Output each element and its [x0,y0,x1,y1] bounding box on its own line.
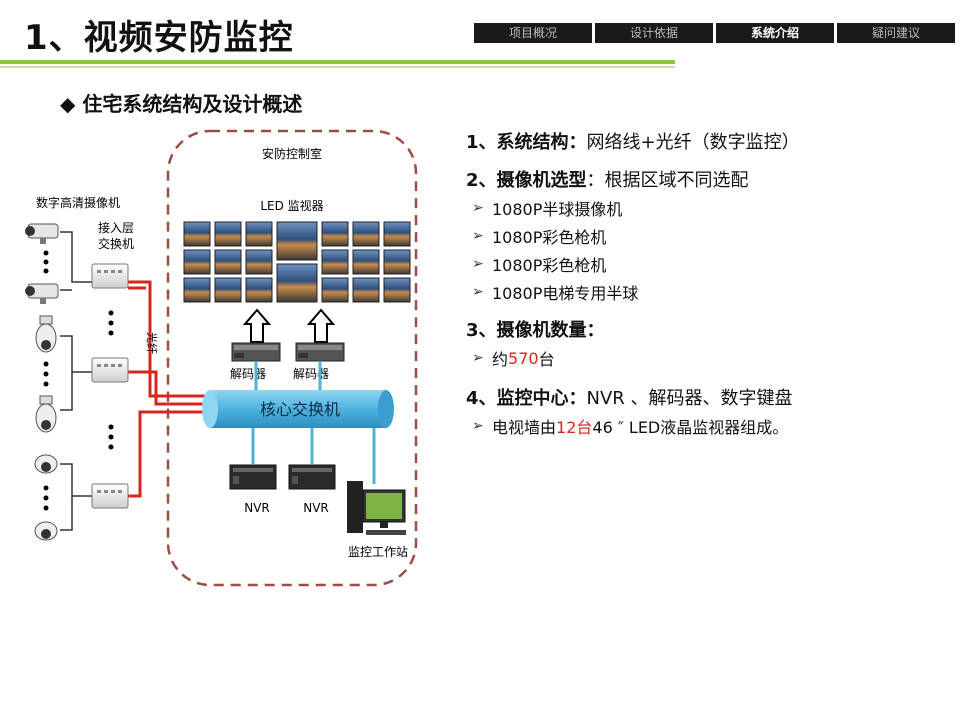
bullet-camera-icon [25,223,59,244]
camera-label: 数字高清摄像机 [36,195,120,210]
system-overview-text: 1、系统结构：网络线+光纤（数字监控） 2、摄像机选型：根据区域不同选配 ➢10… [466,128,936,438]
tab-design-basis[interactable]: 设计依据 [595,23,713,43]
dome-camera-icon [35,315,57,353]
list-item: ➢1080P彩色枪机 [472,256,607,275]
tab-suggestions[interactable]: 疑问建议 [837,23,955,43]
arrow-up-icon [306,308,336,343]
core-switch-label: 核心交换机 [260,400,340,419]
decoder-device [295,342,345,362]
list-item: ➢1080P电梯专用半球 [472,284,639,303]
decoder-device [231,342,281,362]
nvr-device [229,464,277,490]
section-subtitle: ◆ 住宅系统结构及设计概述 [60,92,303,116]
section-camera-selection: 2、摄像机选型：根据区域不同选配 [466,170,749,191]
page-title: 1、视频安防监控 [24,18,294,58]
bullet-camera-icon [25,283,59,304]
section-camera-count: 3、摄像机数量： [466,320,605,341]
decoder-label: 解码器 [230,367,266,381]
section-monitor-center: 4、监控中心：NVR 、解码器、数字键盘 [466,388,793,409]
control-room-border [166,129,418,587]
more-dots [43,250,114,511]
top-nav: 项目概况 设计依据 系统介绍 疑问建议 [474,23,955,43]
access-switch-label-2: 交换机 [98,236,134,251]
camera-links [60,231,92,531]
dome-camera-icon [34,454,58,474]
access-switch-label-1: 接入层 [98,220,134,235]
fiber-cables [128,280,210,498]
header-divider-light [0,66,675,68]
workstation-label: 监控工作站 [348,545,408,559]
core-switch [202,390,394,428]
list-item: ➢1080P彩色枪机 [472,228,607,247]
tab-system-intro[interactable]: 系统介绍 [716,23,834,43]
decoder-label: 解码器 [293,367,329,381]
dome-camera-icon [35,395,57,433]
workstation-icon [347,481,406,535]
list-item: ➢1080P半球摄像机 [472,200,623,219]
nvr-label: NVR [303,501,329,515]
section-structure: 1、系统结构：网络线+光纤（数字监控） [466,132,800,153]
fiber-label: 光纤 [145,332,159,354]
control-room-label: 安防控制室 [262,146,322,161]
led-monitor-label: LED 监视器 [260,198,323,213]
nvr-label: NVR [244,501,270,515]
header-divider [0,60,675,64]
led-video-wall [183,221,411,303]
nvr-device [288,464,336,490]
access-switch-device [91,263,129,289]
access-switch-device [91,483,129,509]
network-links [251,362,376,484]
access-switch-device [91,357,129,383]
tab-project-overview[interactable]: 项目概况 [474,23,592,43]
dome-camera-icon [34,521,58,541]
arrow-up-icon [242,308,272,343]
